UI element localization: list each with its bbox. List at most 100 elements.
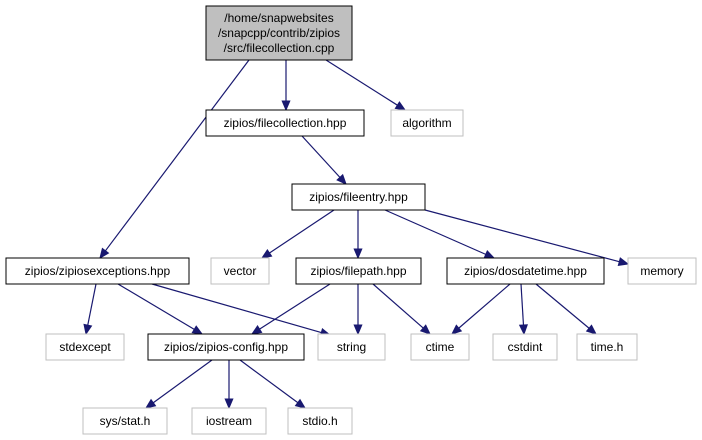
edge-zipios_config_hpp-to-sys_stat_h	[144, 359, 213, 409]
node-box	[210, 257, 270, 285]
edge-line	[152, 359, 213, 404]
node-label: /src/filecollection.cpp	[224, 41, 335, 55]
node-box	[492, 333, 558, 361]
node-memory: memory	[627, 257, 697, 285]
arrowhead-icon	[250, 325, 263, 335]
edge-line	[87, 283, 97, 326]
node-zipios-config-hpp[interactable]: zipios/zipios-config.hpp	[147, 333, 305, 361]
node-label: zipios/filecollection.hpp	[224, 116, 347, 130]
node-cstdint: cstdint	[492, 333, 558, 361]
edge-line	[325, 59, 398, 106]
node-label: stdexcept	[59, 340, 111, 354]
edge-fileentry_hpp-to-vector	[260, 209, 335, 259]
node-label: memory	[640, 264, 683, 278]
edge-fileentry_hpp-to-filepath_hpp	[353, 210, 363, 260]
node-box	[205, 109, 365, 137]
arrowhead-icon	[451, 324, 463, 335]
edge-line	[151, 283, 322, 334]
arrowhead-icon	[224, 398, 234, 410]
node-label: zipios/zipios-config.hpp	[164, 340, 288, 354]
node-stdexcept: stdexcept	[45, 333, 125, 361]
arrowhead-icon	[83, 323, 93, 336]
node-label: time.h	[591, 340, 624, 354]
arrowhead-icon	[294, 398, 307, 409]
node-box	[295, 257, 422, 285]
edge-line	[259, 283, 331, 330]
node-label: ctime	[426, 340, 455, 354]
node-label: algorithm	[402, 116, 451, 130]
edge-fileentry_hpp-to-dosdatetime_hpp	[384, 209, 496, 259]
node-label: stdio.h	[302, 414, 337, 428]
node-label: string	[337, 340, 366, 354]
node-algorithm: algorithm	[390, 109, 464, 137]
node-box	[287, 407, 353, 435]
node-label: vector	[224, 264, 257, 278]
node-label: zipios/fileentry.hpp	[309, 190, 408, 204]
node-box	[390, 109, 464, 137]
node-iostream: iostream	[191, 407, 267, 435]
node-box	[291, 183, 426, 211]
node-box	[205, 5, 353, 61]
edge-line	[117, 283, 195, 330]
edge-line	[458, 283, 511, 329]
node-label: zipios/filepath.hpp	[310, 264, 406, 278]
node-box	[82, 407, 168, 435]
arrowhead-icon	[99, 247, 110, 260]
node-dosdatetime-hpp[interactable]: zipios/dosdatetime.hpp	[446, 257, 605, 285]
edge-line	[520, 283, 525, 326]
node-label: /snapcpp/contrib/zipios	[218, 26, 340, 40]
edge-root-to-zipiosexceptions_hpp	[99, 59, 250, 260]
node-filepath-hpp[interactable]: zipios/filepath.hpp	[295, 257, 422, 285]
node-stdio-h: stdio.h	[287, 407, 353, 435]
node-label: sys/stat.h	[100, 414, 151, 428]
node-fileentry-hpp[interactable]: zipios/fileentry.hpp	[291, 183, 426, 211]
node-vector: vector	[210, 257, 270, 285]
edge-filepath_hpp-to-string	[353, 284, 363, 336]
arrowhead-icon	[144, 398, 157, 409]
arrowhead-icon	[518, 324, 528, 336]
arrowhead-icon	[281, 100, 291, 112]
node-box	[317, 333, 386, 361]
node-label: /home/snapwebsites	[224, 11, 333, 25]
edge-fileentry_hpp-to-memory	[424, 209, 630, 266]
edge-filepath_hpp-to-ctime	[372, 283, 431, 335]
arrowhead-icon	[260, 248, 273, 259]
node-label: cstdint	[508, 340, 543, 354]
edge-root-to-algorithm	[325, 59, 407, 111]
arrowhead-icon	[191, 325, 204, 335]
arrowhead-icon	[394, 101, 407, 111]
edge-line	[301, 135, 341, 178]
node-zipiosexceptions-hpp[interactable]: zipios/zipiosexceptions.hpp	[5, 257, 190, 285]
node-box	[147, 333, 305, 361]
edge-filepath_hpp-to-zipios_config_hpp	[250, 283, 331, 335]
edge-filecollection_hpp-to-fileentry_hpp	[301, 135, 347, 185]
node-time-h: time.h	[576, 333, 638, 361]
node-box	[45, 333, 125, 361]
edge-zipiosexceptions_hpp-to-stdexcept	[83, 283, 97, 336]
node-label: iostream	[206, 414, 252, 428]
node-filecollection-hpp[interactable]: zipios/filecollection.hpp	[205, 109, 365, 137]
nodes-layer: /home/snapwebsites/snapcpp/contrib/zipio…	[5, 5, 697, 435]
node-box	[410, 333, 470, 361]
node-box	[446, 257, 605, 285]
node-string: string	[317, 333, 386, 361]
arrowhead-icon	[585, 324, 597, 335]
node-ctime: ctime	[410, 333, 470, 361]
edge-line	[269, 209, 335, 254]
edge-dosdatetime_hpp-to-ctime	[451, 283, 511, 335]
arrowhead-icon	[353, 248, 363, 260]
node-label: zipios/dosdatetime.hpp	[464, 264, 587, 278]
edge-line	[104, 59, 250, 252]
edge-line	[424, 209, 620, 263]
edge-zipiosexceptions_hpp-to-zipios_config_hpp	[117, 283, 204, 335]
node-sys-stat-h: sys/stat.h	[82, 407, 168, 435]
edge-dosdatetime_hpp-to-cstdint	[518, 283, 528, 336]
edge-line	[239, 359, 299, 404]
edge-zipios_config_hpp-to-iostream	[224, 360, 234, 410]
edge-zipiosexceptions_hpp-to-string	[151, 283, 332, 337]
edge-root-to-filecollection_hpp	[281, 60, 291, 112]
edge-line	[372, 283, 424, 329]
arrowhead-icon	[336, 173, 347, 185]
node-label: zipios/zipiosexceptions.hpp	[25, 264, 171, 278]
